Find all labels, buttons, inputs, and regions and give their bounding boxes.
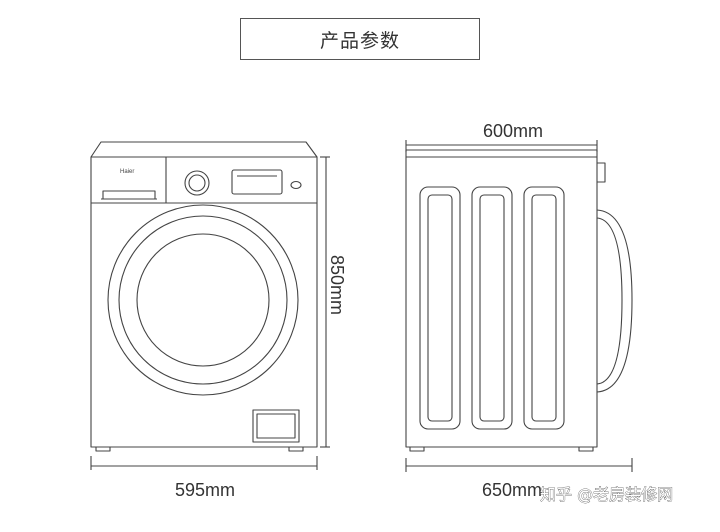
door-outer bbox=[107, 204, 299, 396]
total-depth-dimension bbox=[405, 458, 633, 472]
side-rib-1 bbox=[419, 186, 461, 430]
front-top-panel bbox=[90, 141, 318, 158]
side-rib-2 bbox=[471, 186, 513, 430]
front-view bbox=[90, 141, 318, 452]
front-width-dimension bbox=[90, 456, 318, 470]
depth-600-label: 600mm bbox=[483, 121, 543, 141]
front-body bbox=[90, 156, 318, 448]
body-depth-dimension bbox=[405, 140, 598, 152]
brand-logo: Haier bbox=[120, 169, 134, 175]
height-850-label: 850mm bbox=[327, 255, 347, 315]
page-title: 产品参数 bbox=[240, 18, 480, 60]
door-bulge bbox=[596, 209, 633, 393]
height-dimension bbox=[320, 156, 330, 448]
side-foot-left bbox=[409, 446, 425, 452]
side-body bbox=[405, 156, 598, 448]
display-panel bbox=[231, 169, 283, 195]
filter-cover bbox=[252, 409, 300, 443]
program-knob bbox=[184, 170, 210, 196]
side-view bbox=[405, 149, 633, 452]
detergent-drawer bbox=[102, 190, 156, 200]
front-foot-right bbox=[288, 446, 304, 452]
front-foot-left bbox=[95, 446, 111, 452]
side-rib-3 bbox=[523, 186, 565, 430]
side-foot-right bbox=[578, 446, 594, 452]
watermark-text: 知乎 @老房装修网 bbox=[540, 485, 673, 504]
width-595-label: 595mm bbox=[175, 480, 235, 500]
start-button bbox=[290, 180, 302, 190]
door-glass bbox=[136, 233, 270, 367]
depth-650-label: 650mm bbox=[482, 480, 542, 500]
